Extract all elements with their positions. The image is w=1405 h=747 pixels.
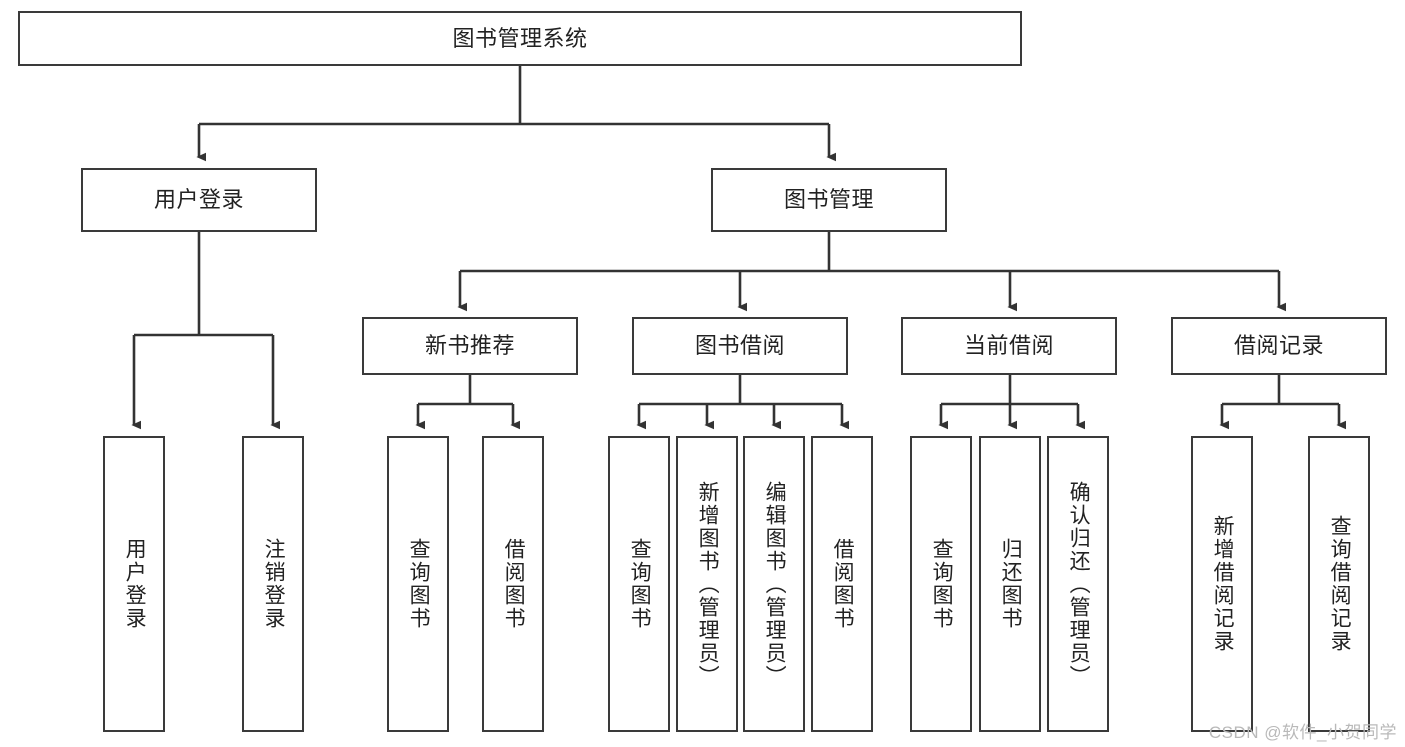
node-new-book-recommend-label: 新书推荐 xyxy=(424,333,515,359)
node-user-login[interactable]: 用户登录 xyxy=(81,168,318,233)
node-leaf-borrow-book-1-label: 借阅图书 xyxy=(502,538,526,630)
node-leaf-add-book[interactable]: 新增图书（管理员） xyxy=(676,436,739,733)
node-leaf-user-login[interactable]: 用户登录 xyxy=(103,436,166,733)
node-borrow-record[interactable]: 借阅记录 xyxy=(1171,317,1388,376)
node-current-borrow[interactable]: 当前借阅 xyxy=(901,317,1118,376)
node-leaf-edit-book[interactable]: 编辑图书（管理员） xyxy=(743,436,806,733)
node-book-manage-label: 图书管理 xyxy=(783,187,874,213)
node-leaf-user-login-label: 用户登录 xyxy=(123,538,147,630)
node-book-borrow[interactable]: 图书借阅 xyxy=(632,317,849,376)
node-leaf-query-book-3-label: 查询图书 xyxy=(930,538,954,630)
watermark: CSDN @软件_小贺同学 xyxy=(1208,723,1397,742)
node-leaf-add-book-label: 新增图书（管理员） xyxy=(696,480,720,688)
node-leaf-query-book-2-label: 查询图书 xyxy=(628,538,652,630)
node-root[interactable]: 图书管理系统 xyxy=(18,11,1023,67)
node-leaf-borrow-book-1[interactable]: 借阅图书 xyxy=(482,436,545,733)
node-leaf-add-record-label: 新增借阅记录 xyxy=(1211,515,1235,653)
node-user-login-label: 用户登录 xyxy=(153,187,244,213)
node-new-book-recommend[interactable]: 新书推荐 xyxy=(362,317,579,376)
node-book-manage[interactable]: 图书管理 xyxy=(711,168,948,233)
node-leaf-query-record[interactable]: 查询借阅记录 xyxy=(1308,436,1371,733)
node-current-borrow-label: 当前借阅 xyxy=(963,333,1054,359)
node-leaf-user-logout[interactable]: 注销登录 xyxy=(242,436,305,733)
node-leaf-user-logout-label: 注销登录 xyxy=(262,538,286,630)
node-leaf-confirm-return-label: 确认归还（管理员） xyxy=(1067,480,1091,688)
node-leaf-add-record[interactable]: 新增借阅记录 xyxy=(1191,436,1254,733)
node-leaf-query-book-3[interactable]: 查询图书 xyxy=(910,436,973,733)
node-leaf-edit-book-label: 编辑图书（管理员） xyxy=(763,480,787,688)
node-leaf-borrow-book-2[interactable]: 借阅图书 xyxy=(811,436,874,733)
node-leaf-borrow-book-2-label: 借阅图书 xyxy=(831,538,855,630)
node-leaf-confirm-return[interactable]: 确认归还（管理员） xyxy=(1047,436,1110,733)
node-borrow-record-label: 借阅记录 xyxy=(1233,333,1324,359)
node-leaf-query-book-1[interactable]: 查询图书 xyxy=(387,436,450,733)
node-leaf-return-book[interactable]: 归还图书 xyxy=(979,436,1042,733)
node-leaf-query-record-label: 查询借阅记录 xyxy=(1328,515,1352,653)
node-book-borrow-label: 图书借阅 xyxy=(694,333,785,359)
node-leaf-query-book-1-label: 查询图书 xyxy=(407,538,431,630)
node-root-label: 图书管理系统 xyxy=(452,25,588,51)
node-leaf-return-book-label: 归还图书 xyxy=(999,538,1023,630)
node-leaf-query-book-2[interactable]: 查询图书 xyxy=(608,436,671,733)
